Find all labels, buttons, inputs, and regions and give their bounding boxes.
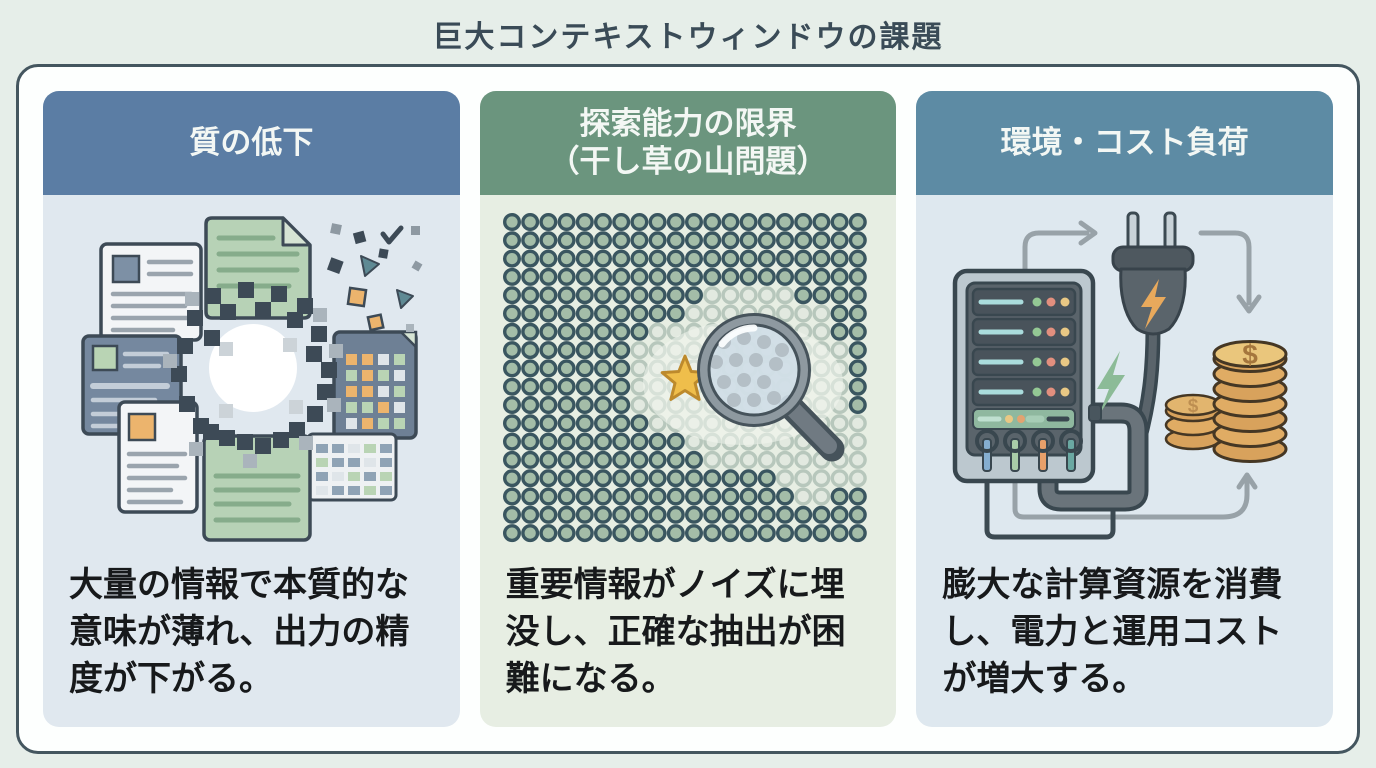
fragmented-documents-illustration xyxy=(43,195,460,562)
card-title: 環境・コスト負荷 xyxy=(1000,125,1249,161)
power-cable xyxy=(984,321,1161,540)
fragmented-documents-icon xyxy=(81,215,423,542)
document-icon xyxy=(202,433,313,542)
server-icon xyxy=(952,268,1102,483)
page-title: 巨大コンテキストウィンドウの課題 xyxy=(432,21,944,54)
card-cost: 環境・コスト負荷 xyxy=(916,91,1334,727)
cycle-arrow-icon xyxy=(1012,220,1262,520)
document-icon xyxy=(99,241,204,342)
document-icon xyxy=(306,432,398,502)
document-icon xyxy=(332,329,419,440)
magnifier-icon xyxy=(697,312,845,462)
card-header-quality: 質の低下 xyxy=(43,91,460,195)
card-title: 質の低下 xyxy=(189,125,314,161)
plug-icon xyxy=(1111,211,1195,336)
coins-icon: $ $ xyxy=(1164,339,1288,463)
card-subtitle: （干し草の山問題） xyxy=(548,144,828,179)
pixel-hole xyxy=(163,281,344,468)
document-icon xyxy=(117,399,200,514)
card-quality: 質の低下 xyxy=(43,91,460,727)
pixel-fragment-icon xyxy=(327,222,423,332)
card-title: 探索能力の限界 xyxy=(579,106,797,142)
server-power-coins-icon: $ $ xyxy=(952,211,1288,540)
dot-grid-magnifier-icon xyxy=(502,212,867,542)
dot-grid-magnifier-illustration xyxy=(480,195,897,562)
pixel-fragment-icon xyxy=(171,281,338,454)
server-ports xyxy=(974,428,1083,472)
lightning-icon xyxy=(1140,278,1166,329)
lightning-icon xyxy=(1096,350,1125,415)
card-description: 大量の情報で本質的な意味が薄れ、出力の精度が下がる。 xyxy=(69,566,410,699)
dollar-sign: $ xyxy=(1187,396,1198,417)
server-rack-rows xyxy=(971,287,1076,430)
dollar-sign: $ xyxy=(1242,339,1258,370)
server-power-coins-illustration: $ $ xyxy=(916,195,1333,562)
card-description: 膨大な計算資源を消費し、電力と運用コストが増大する。 xyxy=(942,566,1283,699)
card-description: 重要情報がノイズに埋没し、正確な抽出が困難になる。 xyxy=(505,566,846,699)
card-header-search-limit: 探索能力の限界 （干し草の山問題） xyxy=(479,91,897,195)
content-frame: 質の低下 xyxy=(16,64,1360,754)
card-search-limit: 探索能力の限界 （干し草の山問題） xyxy=(479,91,897,727)
card-header-cost: 環境・コスト負荷 xyxy=(916,91,1334,195)
coin-stack-large xyxy=(1212,339,1288,463)
dot-grid xyxy=(502,212,867,542)
